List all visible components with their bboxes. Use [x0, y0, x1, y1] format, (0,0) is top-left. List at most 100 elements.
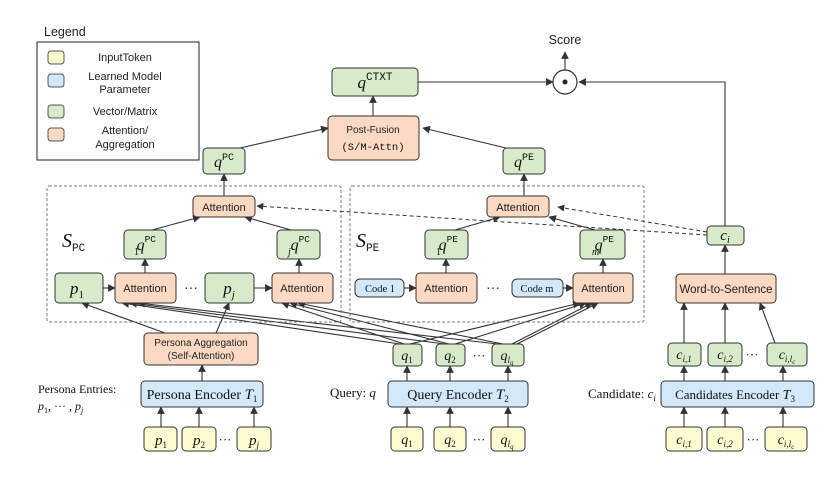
query-encoder-box [387, 380, 529, 408]
dot-product-icon [562, 79, 568, 85]
legend-title: Legend [44, 25, 86, 39]
legend-swatch-param [47, 73, 65, 88]
q-pc-box [202, 147, 246, 175]
cand-token-1 [665, 426, 703, 452]
cand-token-1-label: ci,1 [676, 433, 691, 449]
legend-swatch-vector [47, 104, 65, 119]
pe-attention-1-label: Attention [424, 283, 467, 295]
cand-token-2 [706, 426, 744, 452]
query-token-1-label: q1 [401, 433, 413, 449]
persona-token-2-label: p2 [192, 433, 205, 450]
codem-label: Code m [521, 284, 554, 295]
query-token-2 [433, 426, 467, 452]
c-i2-label: ci,2 [717, 348, 733, 364]
q-pe-box [502, 147, 546, 175]
query-token-2-label: q2 [444, 433, 456, 449]
pc-attention-1 [114, 272, 177, 304]
q-pc-label: qPC [214, 153, 234, 171]
persona-encoder-box [140, 380, 264, 408]
pj-label: pj [222, 279, 235, 301]
q1-box [392, 343, 423, 367]
cand-token-ellipsis: ··· [747, 432, 760, 447]
persona-entries-range: p1, ··· , pj [37, 399, 84, 415]
query-encoder-label: Query Encoder T2 [407, 387, 508, 404]
code1-label: Code 1 [365, 284, 395, 295]
pe-set-label: SPE [356, 230, 380, 255]
persona-aggregation-box [143, 332, 259, 366]
q1-pe-box [424, 229, 469, 260]
q-pe-label: qPE [514, 153, 534, 171]
query-token-lq [490, 426, 526, 452]
persona-token-1-label: p1 [154, 433, 167, 450]
c-i2-box [707, 342, 743, 367]
legend: Legend InputToken Learned Model Paramete… [36, 25, 200, 161]
cand-token-2-label: ci,2 [717, 433, 733, 449]
legend-label: Attention/ [102, 125, 149, 137]
query-input-label: Query: q [330, 385, 376, 400]
c-ilc-label: ci,lc [779, 348, 796, 366]
pc-attention-top-label: Attention [202, 202, 245, 214]
persona-aggregation-title: Persona Aggregation [154, 338, 247, 349]
code1-box [354, 278, 405, 298]
word-to-sentence-label: Word-to-Sentence [679, 284, 772, 296]
candidates-encoder-box [660, 380, 815, 408]
cand-token-lc [764, 426, 808, 452]
ci-label: ci [720, 228, 730, 246]
post-fusion-method: (S/M-Attn) [341, 142, 404, 154]
c-i1-box [667, 342, 702, 367]
legend-label: Aggregation [95, 139, 154, 151]
qj-pc-box [276, 229, 321, 260]
pc-attention-1-label: Attention [123, 283, 166, 295]
pc-attention-j [271, 272, 334, 304]
pc-set-label: SPC [62, 230, 86, 255]
word-to-sentence-box [675, 273, 777, 304]
candidates-encoder-label: Candidates Encoder T3 [675, 387, 795, 404]
persona-token-ellipsis: ··· [219, 432, 232, 447]
q1-label: q1 [401, 349, 413, 365]
q1-pc-box [123, 229, 167, 260]
legend-swatch-attention [47, 127, 65, 142]
cand-token-lc-label: ci,lc [778, 433, 795, 451]
legend-label: InputToken [98, 52, 152, 64]
post-fusion-box [327, 115, 420, 161]
persona-aggregation-method: (Self-Attention) [168, 351, 235, 362]
pe-attention-1 [415, 272, 478, 304]
context-vector-label: qCTXT [358, 72, 393, 92]
p1-box [54, 272, 104, 304]
connection-arrows [81, 51, 787, 427]
candidate-input-label: Candidate: ci [588, 386, 656, 403]
dashed-arrows [256, 202, 708, 236]
qlq-box [491, 343, 525, 367]
persona-token-2 [181, 426, 217, 452]
persona-token-j [236, 426, 272, 452]
post-fusion-title: Post-Fusion [346, 125, 399, 136]
c-ilc-box [766, 342, 808, 367]
persona-encoder-label: Persona Encoder T1 [147, 387, 258, 404]
pc-ellipsis: ··· [184, 282, 198, 297]
context-vector-box [331, 67, 419, 97]
pe-attention-top [486, 195, 550, 218]
pc-attention-top [192, 195, 256, 218]
codem-box [511, 278, 564, 298]
legend-label: Parameter [99, 84, 151, 96]
legend-label: Learned Model [88, 71, 161, 83]
persona-entries-label: Persona Entries: [38, 382, 116, 396]
c-ellipsis: ··· [746, 347, 759, 362]
pe-attention-top-label: Attention [496, 202, 539, 214]
pc-region [46, 185, 342, 323]
qlq-label: qlq [500, 349, 514, 367]
q-ellipsis: ··· [473, 348, 486, 363]
score-label: Score [549, 33, 582, 47]
qm-pe-box [579, 229, 626, 260]
c-i1-label: ci,1 [676, 348, 691, 364]
pe-ellipsis: ··· [486, 282, 500, 297]
q2-label: q2 [444, 349, 456, 365]
pc-attention-j-label: Attention [280, 283, 323, 295]
pe-attention-m-label: Attention [581, 283, 624, 295]
query-token-ellipsis: ··· [473, 432, 486, 447]
